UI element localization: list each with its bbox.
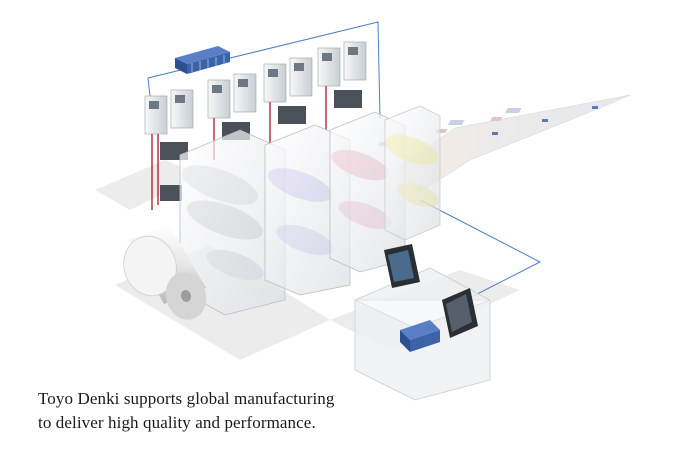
printing-unit-purple	[264, 124, 351, 296]
drive-unit-icon	[263, 57, 313, 103]
drive-unit-icon	[317, 41, 367, 87]
printing-unit-yellow	[384, 105, 441, 241]
drive-units	[144, 41, 367, 135]
paper-roll-icon	[123, 226, 207, 320]
caption: Toyo Denki supports global manufacturing…	[38, 387, 334, 435]
caption-line-2: to deliver high quality and performance.	[38, 413, 316, 432]
control-desk	[354, 244, 491, 401]
hmi-monitor-icon	[384, 244, 420, 288]
drive-unit-icon	[144, 89, 194, 135]
printing-units	[179, 105, 441, 316]
caption-line-1: Toyo Denki supports global manufacturing	[38, 389, 335, 408]
controller-rack-icon	[400, 320, 440, 352]
printing-unit-grey	[179, 129, 286, 316]
hmi-monitor-icon	[442, 288, 478, 338]
drive-unit-icon	[207, 73, 257, 119]
controller-rack-icon	[175, 46, 230, 74]
